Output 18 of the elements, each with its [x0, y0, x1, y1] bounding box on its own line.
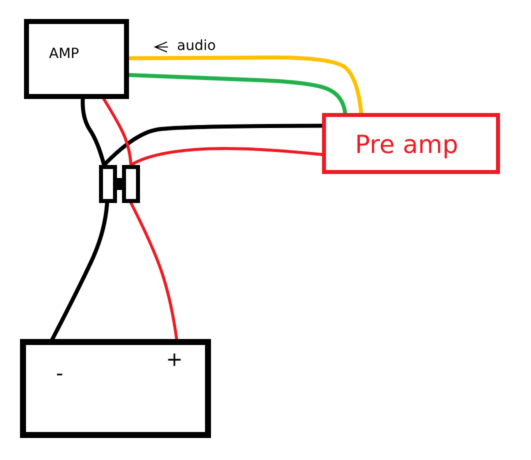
device-label: AMP [49, 46, 80, 62]
device-box [24, 19, 129, 99]
wire [127, 73, 348, 115]
wire [102, 124, 324, 167]
wire [130, 147, 324, 166]
device-box [322, 113, 500, 174]
device-label: Pre amp [355, 130, 458, 159]
wire [50, 201, 110, 341]
wire [102, 98, 132, 166]
battery-box [20, 339, 211, 438]
terminal-label: + [166, 347, 183, 371]
connector-box [99, 165, 117, 203]
wire [130, 202, 178, 340]
connector-box [122, 165, 140, 203]
wire [127, 56, 364, 115]
edge-label: audio [177, 38, 216, 54]
terminal-label: - [56, 361, 64, 385]
wire [80, 97, 106, 167]
